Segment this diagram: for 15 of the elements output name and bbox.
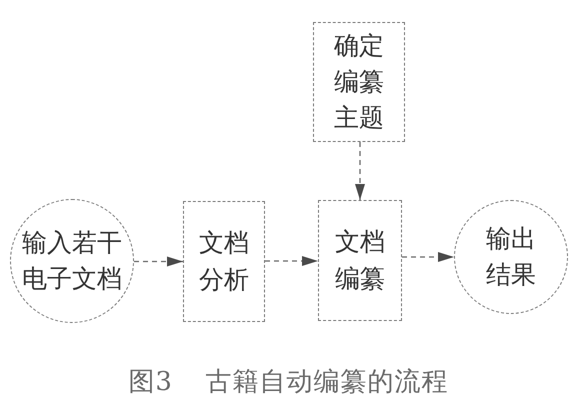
node-label: 文档分析 [198, 227, 250, 296]
arrow [265, 256, 318, 266]
arrow [355, 142, 365, 200]
process-circle [454, 200, 568, 314]
node-label: 输入若干电子文档 [21, 226, 123, 295]
arrow [134, 256, 183, 266]
process-box [318, 200, 402, 321]
figure-caption: 图3 古籍自动编纂的流程 [127, 366, 450, 399]
node-label: 输出结果 [485, 222, 537, 291]
node-label: 文档编纂 [334, 226, 386, 294]
arrow [402, 252, 454, 262]
process-circle [10, 199, 134, 323]
process-box [313, 22, 405, 142]
process-box [183, 201, 265, 322]
node-label: 确定编纂主题 [333, 30, 385, 134]
